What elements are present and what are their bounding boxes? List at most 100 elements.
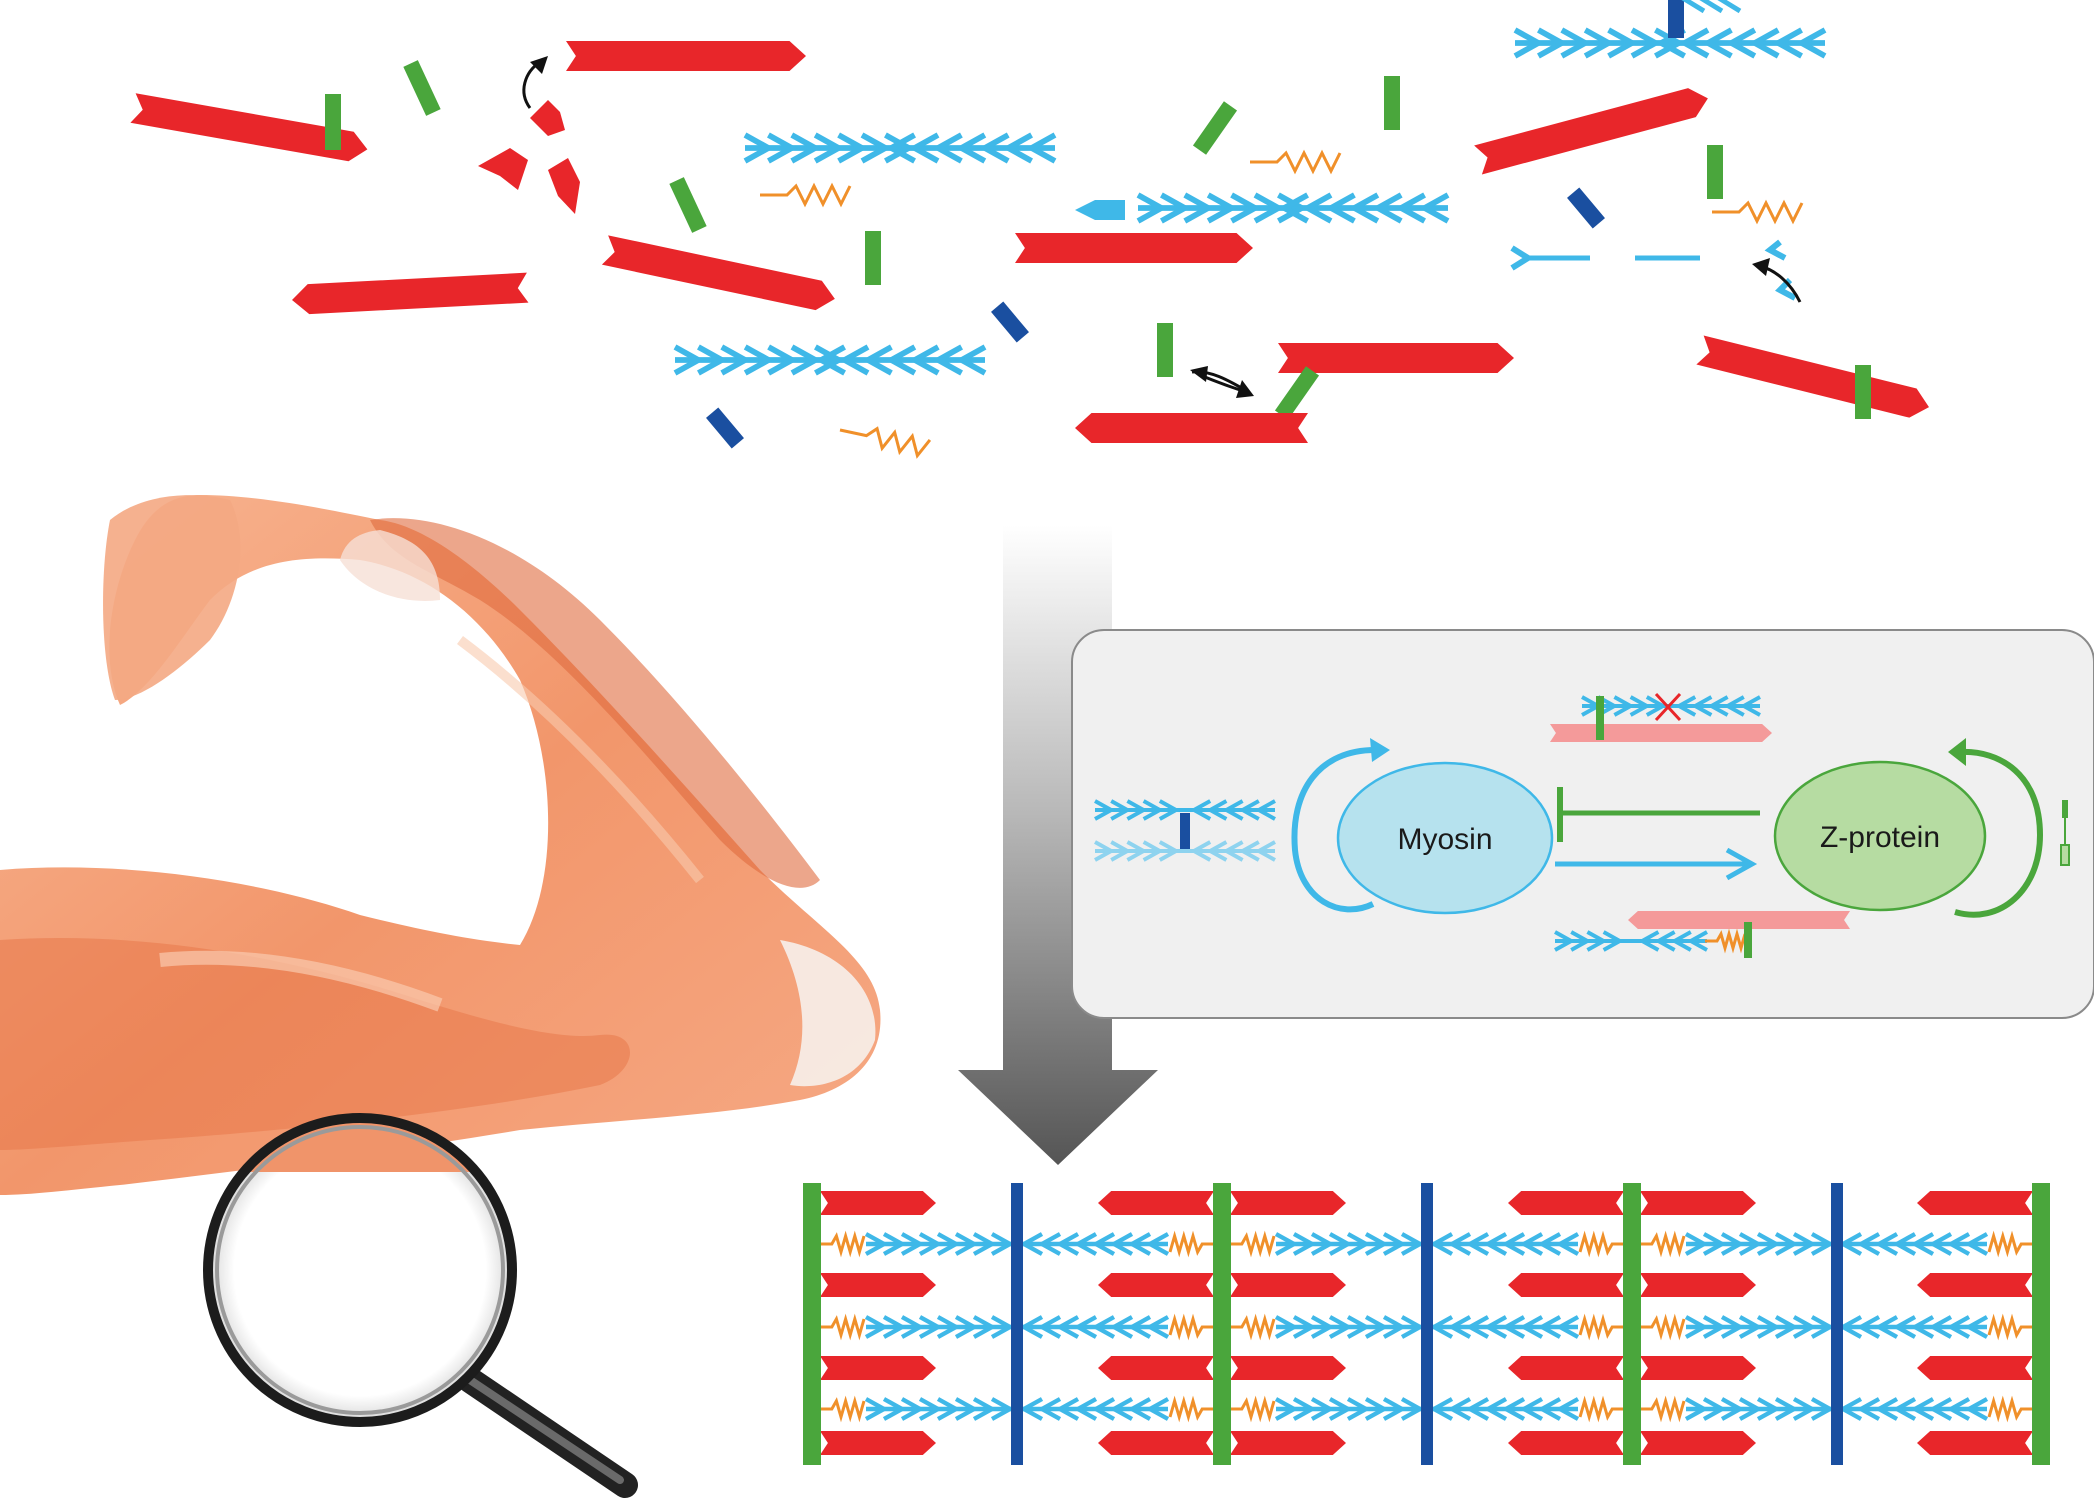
z-disk-protein [1384, 76, 1400, 130]
actin-filament [1075, 413, 1308, 443]
actin-filament [1917, 1273, 2033, 1297]
titin-spring [1228, 1313, 1276, 1341]
actin-filament [1230, 1273, 1346, 1297]
actin-fragments [478, 100, 580, 214]
z-disk-protein [865, 231, 881, 285]
actin-filament [130, 93, 368, 162]
actin-filament [1640, 1356, 1756, 1380]
actin-filament [820, 1191, 936, 1215]
titin-spring [1987, 1313, 2035, 1341]
m-line [1421, 1183, 1433, 1465]
titin-spring [1987, 1395, 2035, 1423]
m-line-protein [991, 301, 1029, 343]
myosin-filament [1554, 930, 1708, 952]
titin-spring [1712, 199, 1804, 225]
myosin-filament [1274, 1232, 1580, 1256]
myosin-filament [1513, 27, 1827, 59]
actin-filament [1098, 1431, 1214, 1455]
m-line [1831, 1183, 1843, 1465]
actin-filament [1696, 335, 1929, 418]
zdisk-titin-mini [2060, 800, 2070, 866]
myosin-filament [1684, 1397, 1989, 1421]
z-disk [1623, 1183, 1641, 1465]
myosin-fragment [1075, 200, 1125, 220]
actin-filament [1015, 233, 1253, 263]
z-disk-protein [1744, 922, 1752, 958]
actin-filament [1508, 1356, 1624, 1380]
actin-filament [1508, 1191, 1624, 1215]
titin-spring [1578, 1230, 1626, 1258]
titin-spring [818, 1230, 866, 1258]
titin-spring [1168, 1230, 1216, 1258]
myosin-filament [1094, 799, 1276, 821]
myosin-filament [673, 344, 987, 376]
actin-filament [820, 1431, 936, 1455]
actin-filament [1917, 1431, 2033, 1455]
actin-filament [1640, 1273, 1756, 1297]
actin-filament [601, 235, 835, 311]
titin-spring [1638, 1395, 1686, 1423]
myosin-filament [743, 132, 1057, 164]
zprotein-self-activation-arrow [1954, 748, 2044, 918]
node-zprotein [1773, 760, 1987, 912]
z-disk-protein [325, 94, 341, 150]
actin-filament [1550, 724, 1772, 742]
regulation-panel: Myosin Z-protein [1071, 629, 2094, 1019]
z-disk [2032, 1183, 2050, 1465]
z-disk-protein [403, 60, 441, 116]
titin-spring [1168, 1313, 1216, 1341]
magnifier-icon [203, 1113, 638, 1498]
motion-arrow-icon [1190, 366, 1241, 392]
titin-spring [1638, 1313, 1686, 1341]
z-disk-protein [669, 177, 707, 233]
myosin-filament [1136, 192, 1450, 224]
actin-filament [1640, 1191, 1756, 1215]
actin-filament [1098, 1191, 1214, 1215]
actin-filament [1098, 1356, 1214, 1380]
sarcomere-lattice [803, 1183, 2050, 1465]
cross-mark-icon [1654, 692, 1682, 722]
z-disk [803, 1183, 821, 1465]
titin-spring [1638, 1230, 1686, 1258]
titin-spring [1987, 1230, 2035, 1258]
titin-spring [818, 1395, 866, 1423]
m-line-protein [1180, 813, 1190, 849]
actin-filament [1508, 1431, 1624, 1455]
actin-filament [820, 1273, 936, 1297]
z-disk-protein [1274, 366, 1320, 420]
actin-filament [820, 1356, 936, 1380]
z-disk-protein [1157, 323, 1173, 377]
actin-filament [1098, 1273, 1214, 1297]
myosin-filament [1094, 840, 1276, 862]
titin-spring [1250, 149, 1342, 175]
myosin-filament [1684, 1232, 1989, 1256]
actin-filament [1230, 1431, 1346, 1455]
z-disk-protein [1192, 101, 1238, 155]
actin-filament [1640, 1431, 1756, 1455]
actin-filament [1508, 1273, 1624, 1297]
motion-arrow-icon [522, 56, 548, 109]
myosin-filament [1274, 1397, 1580, 1421]
m-line [1011, 1183, 1023, 1465]
node-myosin [1336, 761, 1554, 915]
actin-filament [566, 41, 806, 71]
node-myosin-label: Myosin [1397, 823, 1492, 856]
z-disk-protein [1707, 145, 1723, 199]
actin-filament [1917, 1191, 2033, 1215]
myosin-filament [1581, 695, 1761, 717]
myosin-self-activation-arrow [1291, 747, 1376, 913]
actin-filament [1278, 343, 1514, 373]
titin-spring [1228, 1395, 1276, 1423]
myosin-filament [864, 1315, 1170, 1339]
actin-filament [1628, 911, 1850, 929]
titin-spring [1228, 1230, 1276, 1258]
panel-mini-components [1094, 692, 2070, 958]
actin-filament [1917, 1356, 2033, 1380]
m-line-protein [1668, 0, 1684, 38]
actin-filament [1230, 1356, 1346, 1380]
titin-spring [1578, 1313, 1626, 1341]
titin-spring [760, 182, 852, 208]
z-disk-protein [1855, 365, 1871, 419]
titin-spring [839, 426, 932, 459]
